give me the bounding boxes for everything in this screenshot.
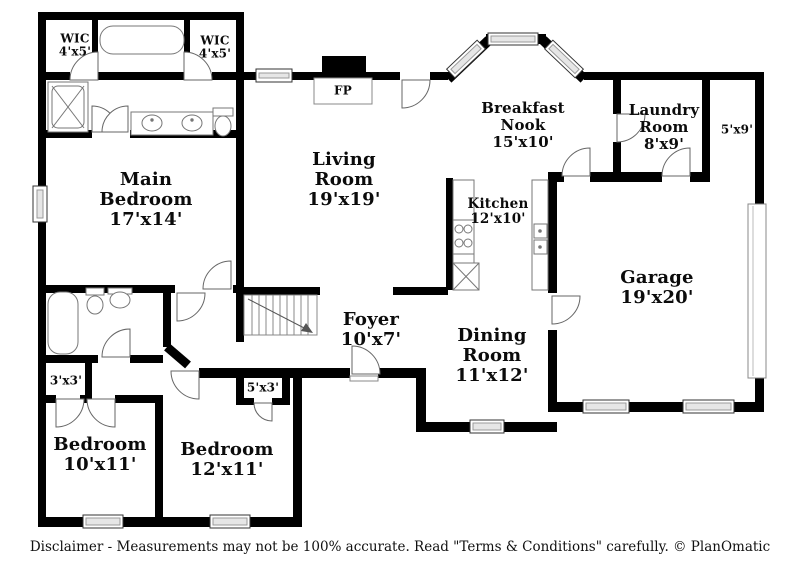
- window-living-room: [255, 68, 293, 83]
- door-wic-right: [183, 51, 213, 81]
- toilet-2: [85, 287, 105, 315]
- windows-group: [32, 32, 767, 529]
- doors-group: [55, 51, 691, 428]
- bathtub-2: [47, 291, 79, 355]
- front-door-threshold: [349, 375, 379, 382]
- shower-stall: [47, 81, 89, 133]
- fireplace-box: [313, 77, 373, 105]
- door-bedroom-2: [170, 370, 200, 400]
- walls-group: [38, 12, 764, 527]
- window-bedroom-2: [209, 514, 251, 529]
- door-bath-french-right: [101, 105, 129, 133]
- window-garage-2: [682, 399, 735, 414]
- window-main-bedroom: [32, 185, 48, 223]
- door-nook-hall: [561, 147, 591, 177]
- door-garage-entry: [551, 295, 581, 325]
- door-main-bedroom: [202, 260, 232, 290]
- door-closet-3x3: [55, 398, 85, 428]
- bathtub-main: [99, 25, 185, 55]
- door-laundry-bottom: [661, 147, 691, 177]
- room-label-closet-3x3: 3'x3': [49, 373, 83, 388]
- staircase: [243, 294, 318, 336]
- double-vanity: [130, 111, 214, 136]
- door-wic-left: [69, 51, 99, 81]
- door-bath2: [101, 328, 131, 358]
- sink-2: [107, 287, 133, 309]
- room-label-closet-5x3: 5'x3': [246, 380, 280, 395]
- toilet-main: [212, 107, 234, 137]
- garage-door: [747, 203, 767, 379]
- door-front-entry: [351, 345, 381, 375]
- door-closet-5x3: [253, 402, 273, 422]
- window-bedroom-1: [82, 514, 124, 529]
- kitchen-counter-left: [452, 179, 480, 291]
- fixtures-group: [47, 25, 549, 355]
- window-dining: [469, 419, 505, 434]
- door-laundry-side: [616, 113, 646, 143]
- door-bedroom-1: [86, 398, 116, 428]
- window-garage-1: [582, 399, 630, 414]
- window-bay-right: [543, 39, 585, 79]
- room-label-storage-5x9: 5'x9': [720, 122, 754, 137]
- kitchen-counter-right: [531, 179, 549, 291]
- fireplace-label: FP: [334, 83, 352, 98]
- window-bay-left: [445, 39, 487, 79]
- window-bay-top: [487, 32, 539, 46]
- door-hall: [176, 292, 206, 322]
- disclaimer-text: Disclaimer - Measurements may not be 100…: [29, 539, 771, 555]
- door-living-top: [401, 79, 431, 109]
